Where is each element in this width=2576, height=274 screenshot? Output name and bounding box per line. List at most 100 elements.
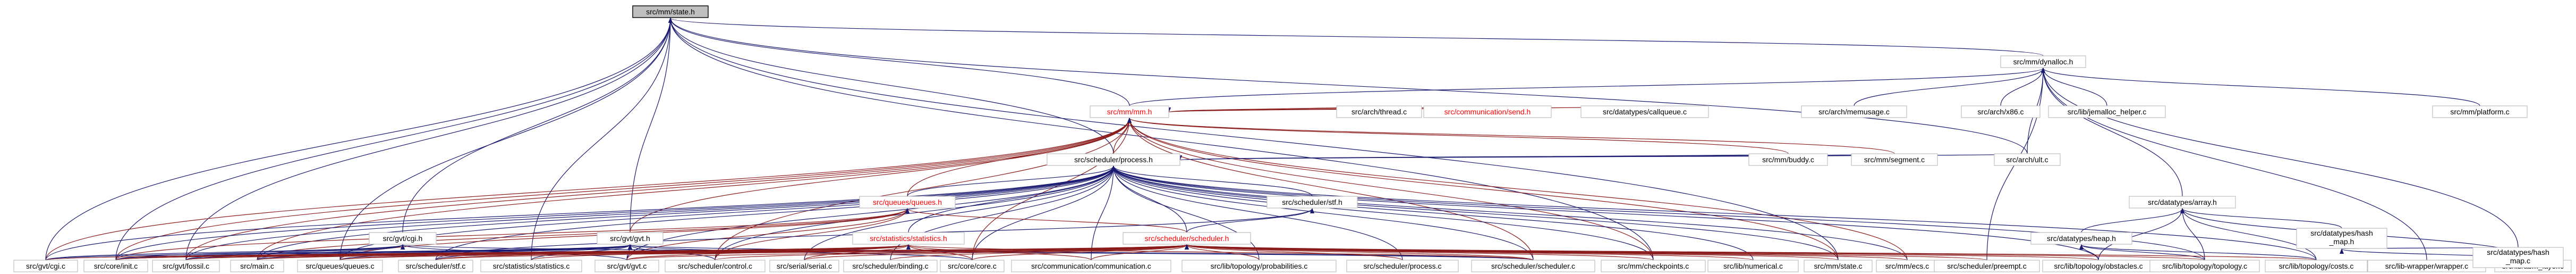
include-edge <box>972 118 1132 261</box>
node-box <box>843 260 938 272</box>
node-sendrecv-c[interactable]: src/communication/send.h <box>1423 105 1552 118</box>
node-ult-c[interactable]: src/arch/ult.c <box>1994 153 2061 166</box>
node-label: src/gvt/fossil.c <box>163 262 209 270</box>
include-edge <box>1111 165 1260 261</box>
include-edge <box>804 165 1116 261</box>
nodes-layer: src/mm/state.h src/mm/dynalloc.h src/mm/mm… <box>13 5 2572 272</box>
include-edge <box>185 18 673 261</box>
node-checkpoints-c[interactable]: src/mm/checkpoints.c <box>1601 260 1706 272</box>
include-edge <box>1111 165 1654 261</box>
node-costs-c[interactable]: src/lib/topology/costs.c <box>2265 260 2368 272</box>
node-core-c[interactable]: src/core/core.c <box>940 260 1005 272</box>
node-state-c[interactable]: src/mm/state.c <box>1804 260 1873 272</box>
node-label: src/scheduler/process.h <box>1074 155 1153 164</box>
node-array-h[interactable]: src/datatypes/array.h <box>2129 196 2236 209</box>
node-dynalloc-h[interactable]: src/mm/dynalloc.h <box>2000 55 2086 68</box>
node-segment-c[interactable]: src/mm/segment.c <box>1851 153 1938 166</box>
node-thread-c[interactable]: src/arch/thread.c <box>1336 105 1422 118</box>
node-box <box>2432 105 2528 118</box>
node-box <box>1580 105 1709 118</box>
node-label: src/queues/queues.h <box>873 198 942 206</box>
node-heap-h[interactable]: src/datatypes/heap.h <box>2030 232 2132 245</box>
node-mm-h[interactable]: src/mm/mm.h <box>1090 105 1169 118</box>
node-wrapper-c[interactable]: src/lib-wrapper/wrapper.c <box>2367 260 2486 272</box>
node-jemalloc-c[interactable]: src/lib/jemalloc_helper.c <box>2048 105 2166 118</box>
node-topology-c[interactable]: src/lib/topology/topology.c <box>2149 260 2260 272</box>
include-edge <box>45 118 1132 261</box>
node-label: src/mm/segment.c <box>1864 155 1925 164</box>
node-numerical-c[interactable]: src/lib/numerical.c <box>1707 260 1799 272</box>
node-box <box>1934 260 2040 272</box>
node-box <box>632 5 709 18</box>
node-label: _map.h <box>2329 237 2354 246</box>
node-box <box>852 232 965 245</box>
node-box <box>2129 196 2236 209</box>
node-gvt-h[interactable]: src/gvt/gvt.h <box>597 232 664 245</box>
node-main-c[interactable]: src/main.c <box>230 260 284 272</box>
node-box <box>859 196 956 209</box>
node-label: src/lib/topology/probabilities.c <box>1211 262 1308 270</box>
node-box <box>1266 196 1358 209</box>
node-control-c[interactable]: src/scheduler/control.c <box>665 260 766 272</box>
node-stf-c[interactable]: src/scheduler/stf.c <box>398 260 473 272</box>
node-process-c[interactable]: src/scheduler/process.c <box>1346 260 1459 272</box>
node-label: src/serial/serial.c <box>777 262 832 270</box>
include-edge <box>2041 68 2107 106</box>
node-obstacles-c[interactable]: src/lib/topology/obstacles.c <box>2042 260 2155 272</box>
node-box <box>2296 228 2387 249</box>
include-edge <box>115 118 1132 261</box>
include-edge <box>2079 244 2317 261</box>
node-platform-c[interactable]: src/mm/platform.c <box>2432 105 2528 118</box>
include-edge <box>2041 68 2183 197</box>
node-buddy-c[interactable]: src/mm/buddy.c <box>1748 153 1828 166</box>
node-gvt-c[interactable]: src/gvt/gvt.c <box>594 260 659 272</box>
node-cgi-h[interactable]: src/gvt/cgi.h <box>369 232 437 245</box>
node-box <box>1748 153 1828 166</box>
node-box <box>1994 153 2061 166</box>
include-edge <box>115 208 909 261</box>
include-edge <box>1854 68 2045 106</box>
node-probabilities-c[interactable]: src/lib/topology/probabilities.c <box>1181 260 1337 272</box>
node-memstate-h[interactable]: src/mm/state.h <box>632 5 709 18</box>
include-edge <box>1127 118 1895 154</box>
node-label: src/scheduler/scheduler.h <box>1145 234 1229 243</box>
include-edge <box>339 18 673 261</box>
node-fossil-c[interactable]: src/gvt/fossil.c <box>152 260 220 272</box>
include-edge <box>1111 165 2317 261</box>
node-communication-c[interactable]: src/communication/communication.c <box>1011 260 1171 272</box>
include-edge <box>1127 118 1839 261</box>
node-x86-c[interactable]: src/arch/x86.c <box>1961 105 2041 118</box>
node-scheduler-c[interactable]: src/scheduler/scheduler.c <box>1471 260 1595 272</box>
node-scheduler-h[interactable]: src/scheduler/scheduler.h <box>1123 232 1251 245</box>
include-edge <box>1111 165 1839 261</box>
node-label: src/gvt/gvt.c <box>607 262 647 270</box>
node-label: src/mm/platform.c <box>2450 107 2509 116</box>
node-binding-c[interactable]: src/scheduler/binding.c <box>843 260 938 272</box>
node-box <box>1346 260 1459 272</box>
node-label: src/mm/ecs.c <box>1885 262 1929 270</box>
node-box <box>769 260 839 272</box>
include-edge <box>1127 118 1908 261</box>
node-box <box>13 260 78 272</box>
node-cgi-c[interactable]: src/gvt/cgi.c <box>13 260 78 272</box>
node-label: src/mm/buddy.c <box>1762 155 1814 164</box>
node-statistics-c[interactable]: src/statistics/statistics.c <box>480 260 582 272</box>
node-hashmap-h[interactable]: src/datatypes/hash_map.h <box>2296 228 2387 249</box>
node-queues-c[interactable]: src/queues/queues.c <box>297 260 383 272</box>
node-label: src/mm/dynalloc.h <box>2013 57 2073 66</box>
node-serial-c[interactable]: src/serial/serial.c <box>769 260 839 272</box>
node-stf-h[interactable]: src/scheduler/stf.h <box>1266 196 1358 209</box>
node-process-h[interactable]: src/scheduler/process.h <box>1047 153 1180 166</box>
node-label: src/arch/ult.c <box>2006 155 2048 164</box>
node-callqueue-c[interactable]: src/datatypes/callqueue.c <box>1580 105 1709 118</box>
node-ecs-c[interactable]: src/mm/ecs.c <box>1876 260 1939 272</box>
node-init-c[interactable]: src/core/init.c <box>83 260 148 272</box>
node-box <box>1801 105 1907 118</box>
node-label: src/datatypes/hash <box>2310 229 2373 237</box>
node-preempt-c[interactable]: src/scheduler/preempt.c <box>1934 260 2040 272</box>
node-memusage-c[interactable]: src/arch/memusage.c <box>1801 105 1907 118</box>
node-hashmap-c[interactable]: src/datatypes/hash_map.c <box>2472 247 2564 268</box>
node-queues-h[interactable]: src/queues/queues.h <box>859 196 956 209</box>
node-statistics-h[interactable]: src/statistics/statistics.h <box>852 232 965 245</box>
include-edge <box>907 165 1116 197</box>
